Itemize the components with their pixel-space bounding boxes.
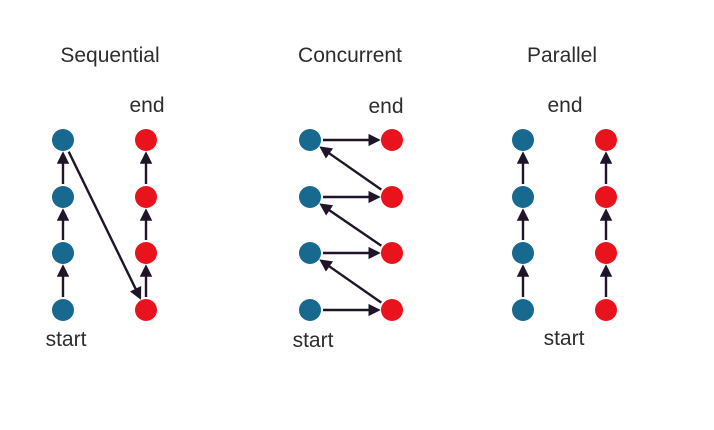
arrow-edge bbox=[319, 203, 382, 247]
node-blue bbox=[52, 242, 74, 264]
flow-label-end: end bbox=[368, 95, 403, 118]
panel-title: Sequential bbox=[60, 44, 159, 67]
node-red bbox=[135, 129, 157, 151]
node-red bbox=[135, 186, 157, 208]
node-blue bbox=[512, 242, 534, 264]
node-blue bbox=[299, 299, 321, 321]
node-blue bbox=[52, 186, 74, 208]
node-red bbox=[381, 299, 403, 321]
flow-label-start: start bbox=[293, 329, 334, 352]
flow-label-end: end bbox=[547, 94, 582, 117]
panel-concurrent: Concurrent end start bbox=[293, 44, 404, 352]
node-red bbox=[595, 242, 617, 264]
panel-title: Parallel bbox=[527, 44, 597, 67]
node-red bbox=[595, 299, 617, 321]
node-red bbox=[595, 186, 617, 208]
flow-label-start: start bbox=[46, 328, 87, 351]
node-red bbox=[595, 129, 617, 151]
panel-parallel: Parallel end start bbox=[512, 44, 617, 350]
node-blue bbox=[299, 242, 321, 264]
node-red bbox=[381, 186, 403, 208]
node-blue bbox=[512, 129, 534, 151]
panel-sequential: Sequential end start bbox=[46, 44, 165, 351]
arrow-edge bbox=[319, 259, 382, 304]
node-blue bbox=[512, 299, 534, 321]
arrow-edge bbox=[67, 151, 142, 300]
flow-label-start: start bbox=[544, 327, 585, 350]
node-blue bbox=[52, 299, 74, 321]
node-blue bbox=[512, 186, 534, 208]
node-red bbox=[381, 242, 403, 264]
node-blue bbox=[299, 186, 321, 208]
node-blue bbox=[299, 129, 321, 151]
panel-title: Concurrent bbox=[298, 44, 402, 67]
node-red bbox=[381, 129, 403, 151]
node-blue bbox=[52, 129, 74, 151]
flow-label-end: end bbox=[129, 94, 164, 117]
node-red bbox=[135, 299, 157, 321]
node-red bbox=[135, 242, 157, 264]
arrow-edge bbox=[319, 146, 382, 191]
